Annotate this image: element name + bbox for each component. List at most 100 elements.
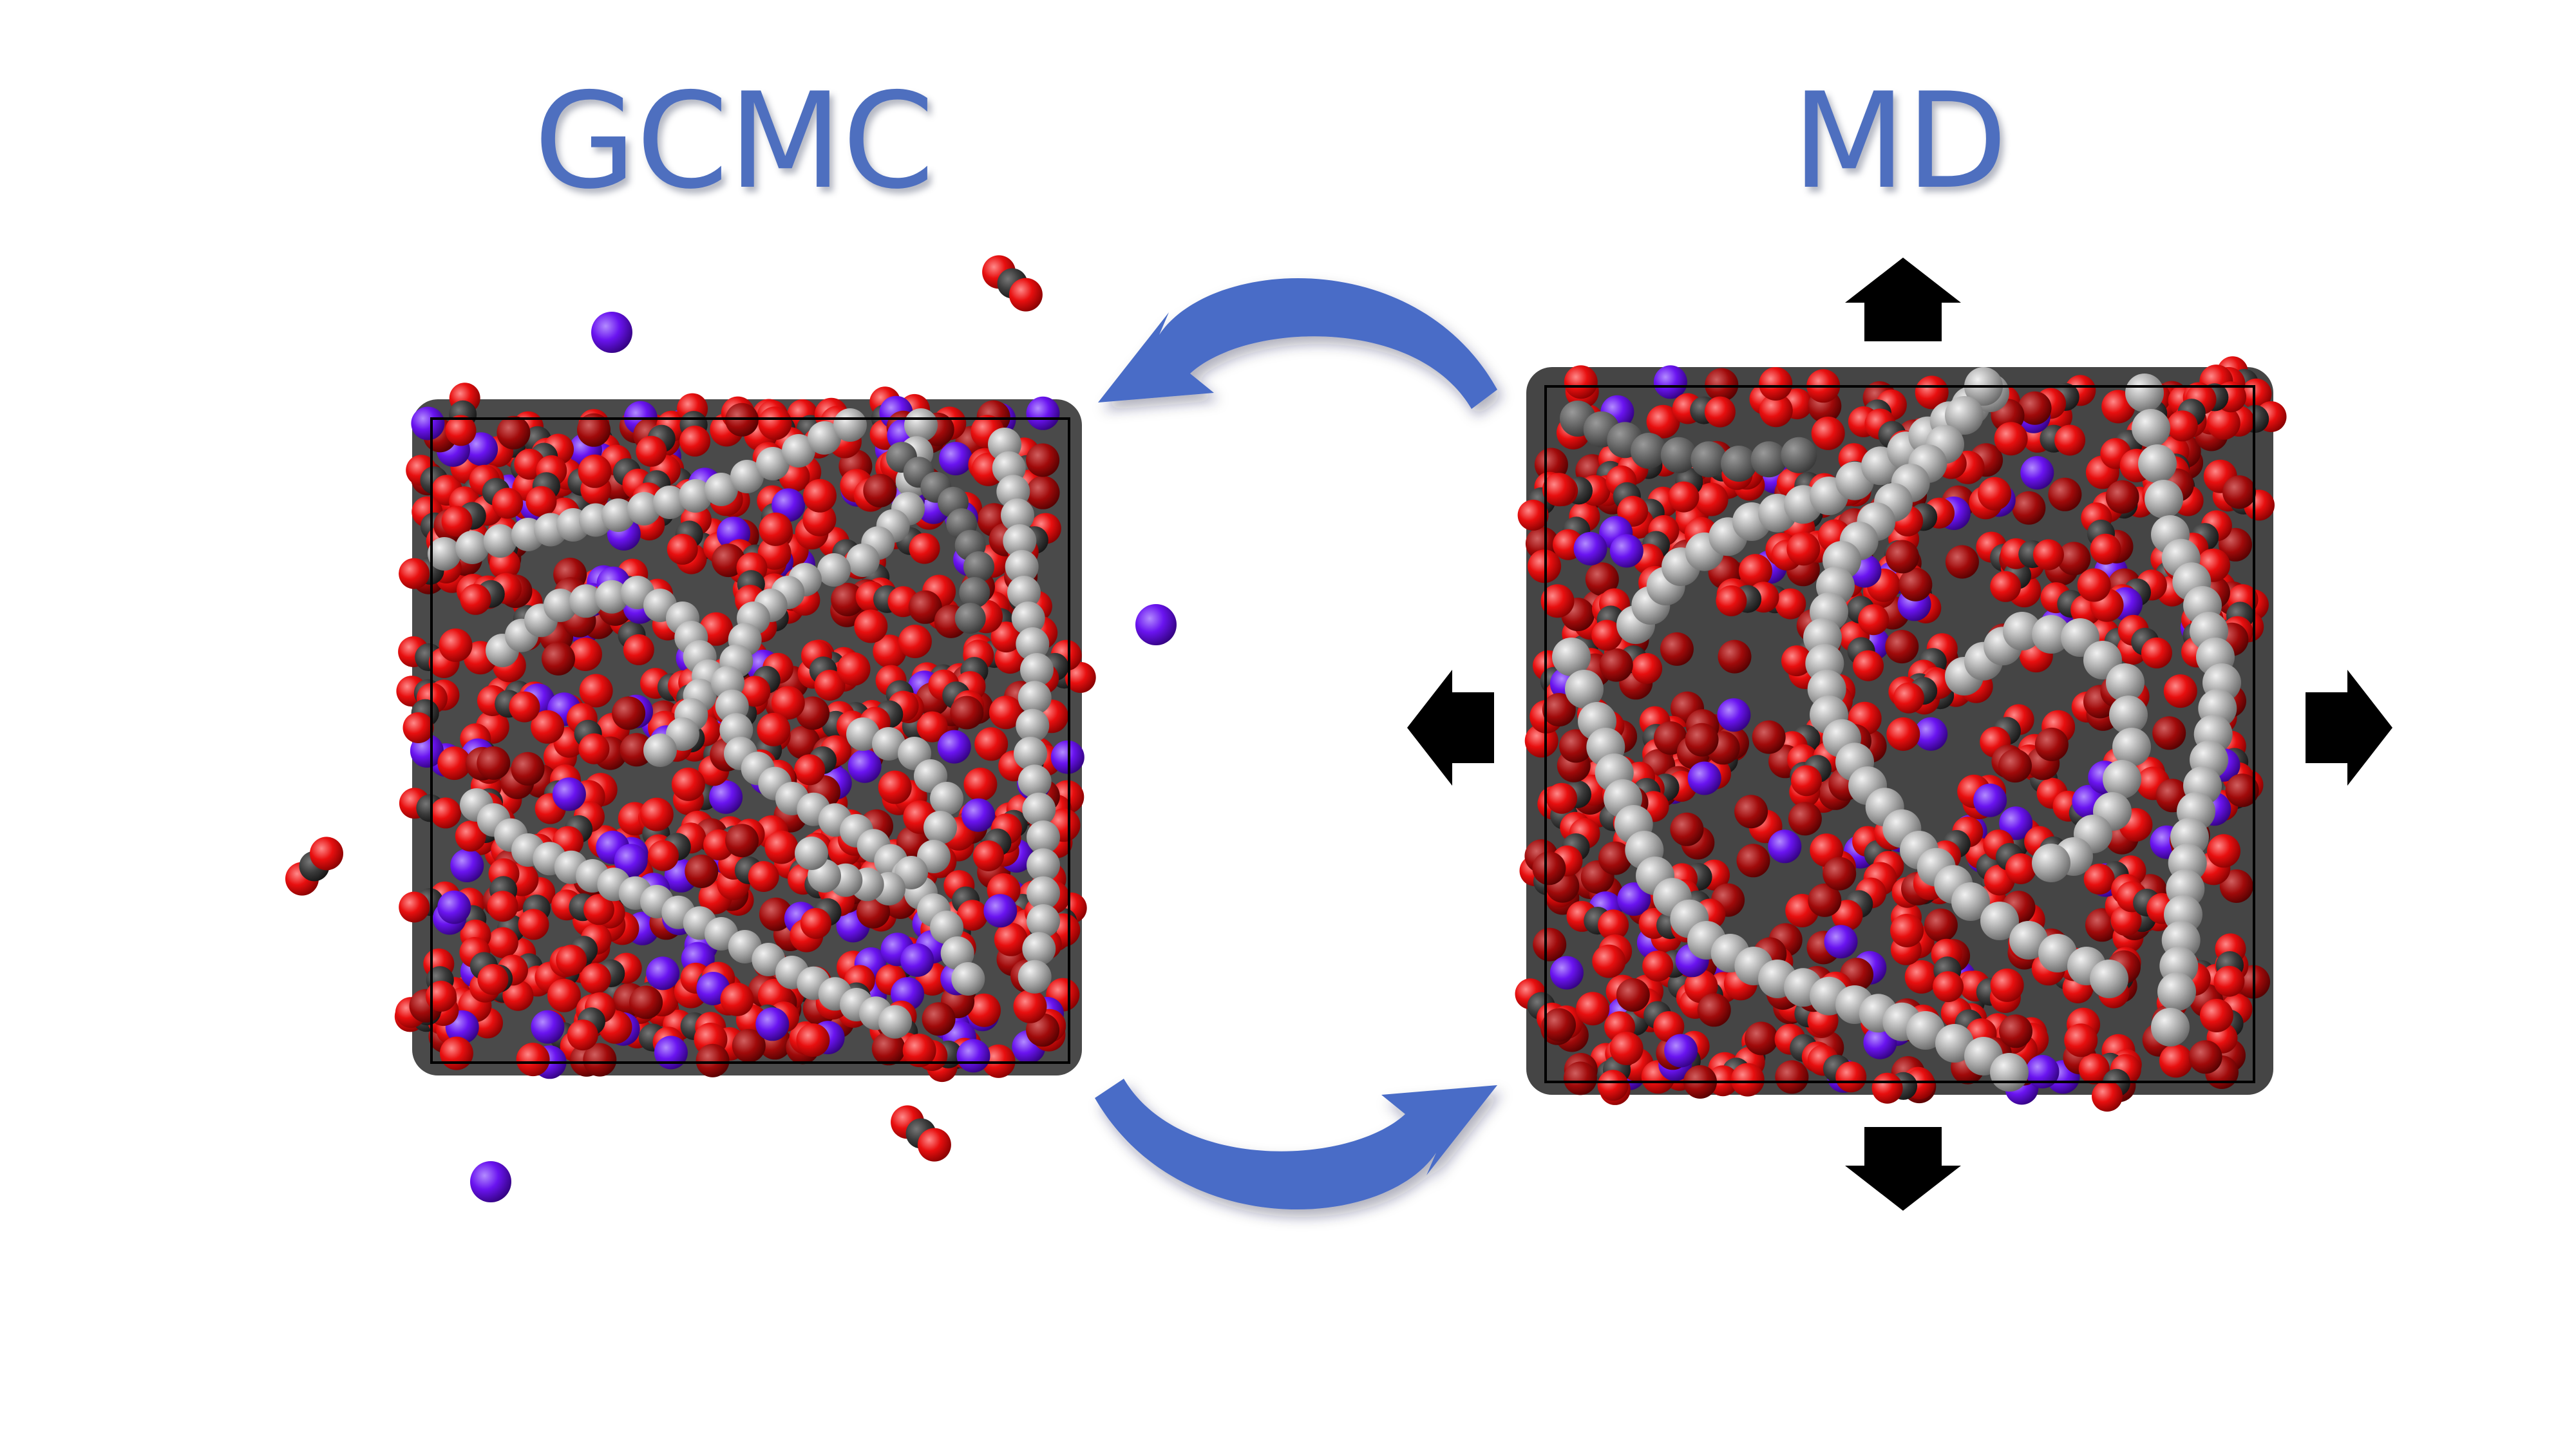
- oxygen-atom: [1597, 1070, 1629, 1101]
- oxygen-atom: [679, 425, 711, 457]
- cation-atom: [900, 943, 934, 977]
- oxygen-atom: [1890, 914, 1924, 947]
- membrane-bead: [930, 782, 963, 815]
- membrane-bead: [951, 962, 985, 996]
- membrane-bead: [2112, 728, 2151, 766]
- oxygen-atom: [1598, 841, 1632, 875]
- cation-atom: [1050, 740, 1084, 774]
- oxygen-atom: [1026, 475, 1060, 509]
- oxygen-atom: [667, 533, 698, 565]
- oxygen-atom: [908, 590, 942, 624]
- cation-atom: [2020, 456, 2054, 490]
- membrane-bead: [1027, 848, 1060, 882]
- oxygen-atom: [1924, 908, 1958, 942]
- oxygen-atom: [1734, 795, 1768, 829]
- oxygen-atom: [487, 891, 518, 922]
- oxygen-atom: [310, 837, 343, 871]
- cation-atom: [961, 798, 996, 832]
- oxygen-atom: [1886, 717, 1920, 751]
- oxygen-atom: [972, 840, 1004, 871]
- cation-atom: [1768, 829, 1802, 864]
- oxygen-atom: [1631, 653, 1663, 684]
- oxygen-atom: [1704, 396, 1736, 428]
- oxygen-atom: [1904, 960, 1938, 994]
- oxygen-atom: [2207, 834, 2240, 868]
- oxygen-atom: [2090, 533, 2121, 565]
- oxygen-atom: [1576, 992, 1610, 1026]
- oxygen-atom: [460, 583, 491, 615]
- oxygen-atom: [1065, 661, 1096, 693]
- curved-arrow-right-icon: [1095, 1079, 1497, 1210]
- cation-atom: [437, 890, 471, 924]
- oxygen-atom: [974, 727, 1009, 761]
- oxygen-atom: [526, 486, 557, 517]
- oxygen-atom: [909, 533, 940, 564]
- oxygen-atom: [583, 1043, 617, 1077]
- membrane-bead: [428, 537, 461, 571]
- oxygen-atom: [871, 1032, 905, 1066]
- oxygen-atom: [671, 767, 705, 801]
- membrane-bead: [2032, 844, 2070, 882]
- oxygen-atom: [1598, 909, 1629, 941]
- oxygen-atom: [437, 746, 471, 781]
- cation-atom: [1664, 1034, 1698, 1068]
- oxygen-atom: [1786, 532, 1821, 566]
- oxygen-atom: [511, 752, 545, 786]
- oxygen-atom: [547, 978, 581, 1012]
- oxygen-atom: [455, 820, 486, 852]
- oxygen-atom: [950, 696, 984, 730]
- oxygen-atom: [1999, 1014, 2032, 1048]
- exchanged-molecules: [285, 255, 1177, 1202]
- gcmc-simulation-box: [394, 383, 1096, 1083]
- membrane-bead: [872, 727, 905, 761]
- membrane-bead: [2157, 972, 2196, 1011]
- oxygen-atom: [1885, 630, 1919, 664]
- oxygen-atom: [516, 1043, 550, 1077]
- oxygen-atom: [620, 733, 654, 767]
- oxygen-atom: [580, 963, 611, 994]
- oxygen-atom: [917, 1128, 951, 1162]
- membrane-bead: [1721, 446, 1757, 482]
- arrow-down-icon: [1845, 1127, 1961, 1211]
- oxygen-atom: [399, 558, 430, 589]
- oxygen-atom: [439, 1036, 473, 1070]
- cation-atom: [1609, 534, 1643, 568]
- oxygen-atom: [1546, 782, 1578, 814]
- membrane-bead: [1022, 792, 1056, 826]
- oxygen-atom: [1542, 473, 1576, 507]
- oxygen-atom: [648, 840, 679, 871]
- oxygen-atom: [725, 824, 759, 858]
- oxygen-atom: [1853, 650, 1884, 681]
- oxygen-atom: [2083, 864, 2115, 895]
- oxygen-atom: [873, 634, 907, 668]
- cation-atom: [939, 442, 972, 476]
- oxygen-atom: [759, 897, 793, 931]
- oxygen-atom: [1788, 802, 1822, 836]
- oxygen-atom: [814, 670, 846, 701]
- cation-atom: [1999, 806, 2033, 840]
- oxygen-atom: [837, 652, 871, 686]
- oxygen-atom: [578, 454, 612, 488]
- membrane-bead: [1565, 670, 1604, 708]
- oxygen-atom: [1933, 971, 1964, 1003]
- cation-atom: [755, 1007, 790, 1041]
- membrane-bead: [817, 553, 851, 587]
- oxygen-atom: [2078, 1053, 2110, 1084]
- arrow-left-icon: [1407, 670, 1494, 786]
- oxygen-atom: [1585, 562, 1619, 596]
- membrane-bead: [904, 408, 938, 442]
- membrane-bead: [2138, 444, 2177, 483]
- cation-atom: [709, 780, 743, 814]
- membrane-bead: [483, 524, 517, 558]
- membrane-bead: [1945, 396, 1984, 435]
- oxygen-atom: [854, 609, 888, 643]
- oxygen-atom: [1791, 765, 1822, 797]
- oxygen-atom: [2054, 424, 2086, 456]
- oxygen-atom: [1646, 404, 1680, 439]
- oxygen-atom: [720, 982, 754, 1016]
- cation-atom: [531, 1010, 565, 1044]
- oxygen-atom: [794, 754, 826, 786]
- oxygen-atom: [1616, 978, 1650, 1012]
- membrane-bead: [2003, 612, 2041, 650]
- membrane-bead: [1016, 627, 1050, 661]
